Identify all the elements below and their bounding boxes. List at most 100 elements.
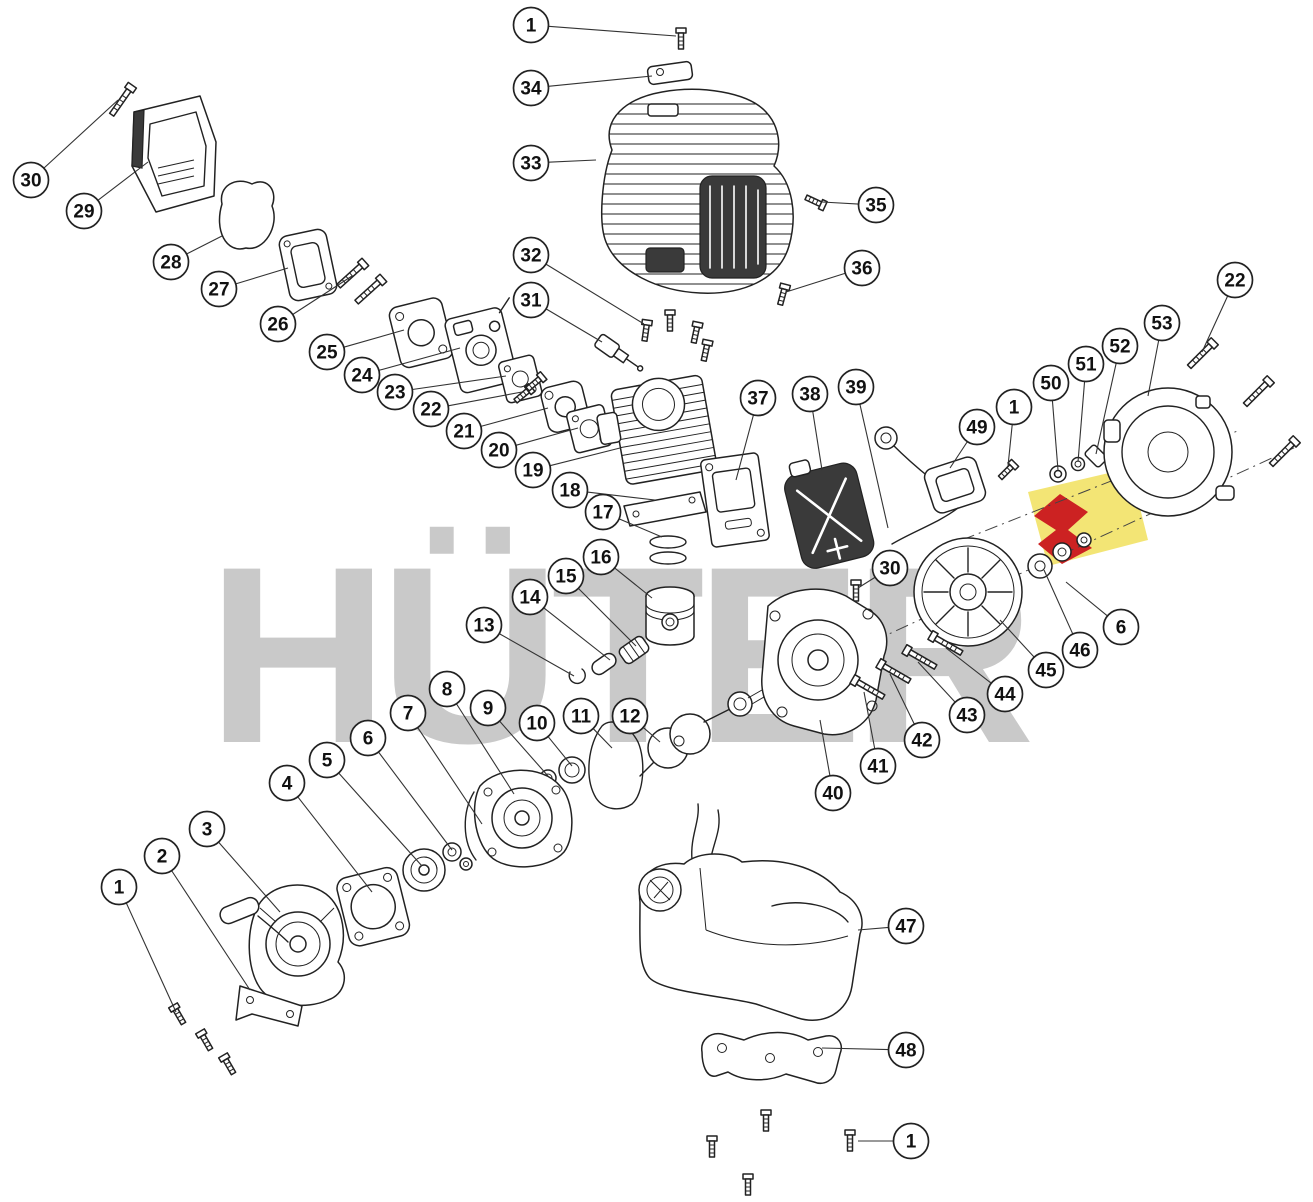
callout-balloon-36-6: 36 — [843, 249, 881, 287]
callout-number: 36 — [851, 259, 872, 280]
callout-circle — [152, 243, 190, 281]
callout-balloon-18-19: 18 — [551, 471, 589, 509]
callout-number: 11 — [571, 707, 592, 728]
callout-circle — [843, 249, 881, 287]
callout-circle — [871, 549, 909, 587]
callout-balloon-12-44: 12 — [611, 697, 649, 735]
leader-line-10-46 — [547, 736, 573, 767]
callout-number: 20 — [488, 441, 509, 462]
callout-number: 30 — [879, 559, 900, 580]
callout-balloon-25-12: 25 — [308, 333, 346, 371]
part-needle-bearing — [618, 635, 650, 665]
callout-balloon-2-54: 2 — [143, 837, 181, 875]
part-screw-36 — [774, 282, 792, 307]
callout-number: 43 — [956, 706, 977, 727]
callout-number: 27 — [208, 280, 229, 301]
callout-circle — [512, 236, 550, 274]
callout-balloon-47-56: 47 — [887, 907, 925, 945]
callout-circle — [188, 810, 226, 848]
parts-layer — [106, 27, 1302, 1196]
part-crankcase-right — [761, 588, 888, 736]
callout-circle — [343, 356, 381, 394]
callouts-layer: 1343335323136302928272625242322212019181… — [12, 6, 1254, 1160]
callout-circle — [1032, 364, 1070, 402]
callout-number: 26 — [267, 315, 288, 336]
part-screw-bottom-b — [742, 1173, 754, 1196]
leader-line-51-31 — [1077, 381, 1086, 463]
callout-number: 25 — [316, 343, 338, 364]
callout-circle — [465, 606, 503, 644]
part-base-gasket — [623, 491, 707, 527]
leader-line-14-23 — [543, 607, 611, 661]
part-clutch-washers — [1027, 532, 1092, 579]
callout-circle — [892, 1122, 930, 1160]
leader-line-23-14 — [412, 375, 507, 391]
callout-number: 10 — [526, 714, 547, 735]
callout-number: 30 — [20, 171, 41, 192]
callout-number: 18 — [559, 481, 580, 502]
callout-number: 2 — [157, 847, 168, 868]
part-bolt-right-b — [1266, 434, 1302, 470]
callout-balloon-1-58: 1 — [892, 1122, 930, 1160]
callout-balloon-42-41: 42 — [903, 721, 941, 759]
callout-circle — [512, 69, 550, 107]
leader-line-45-38 — [999, 619, 1035, 658]
callout-circle — [791, 375, 829, 413]
part-crankcase-left — [473, 769, 573, 868]
callout-circle — [948, 696, 986, 734]
callout-balloon-26-11: 26 — [259, 305, 297, 343]
part-bolt-right-a — [1240, 374, 1276, 410]
callout-balloon-8-48: 8 — [428, 670, 466, 708]
leader-line-33-2 — [548, 159, 597, 163]
watermark-red-mark — [1034, 494, 1092, 564]
callout-number: 13 — [473, 616, 494, 637]
leader-line-20-17 — [515, 427, 579, 446]
callout-circle — [268, 764, 306, 802]
part-piston-pin — [591, 652, 617, 676]
part-screw-1-right — [995, 458, 1020, 483]
part-ignition-coil — [874, 426, 987, 545]
part-pin-clip — [568, 668, 586, 685]
callout-number: 51 — [1075, 355, 1097, 376]
part-piston-rings — [649, 535, 687, 565]
callout-balloon-39-27: 39 — [837, 368, 875, 406]
callout-circle — [512, 6, 550, 44]
callout-number: 1 — [906, 1132, 917, 1153]
callout-number: 7 — [403, 704, 414, 725]
leader-line-41-42 — [863, 691, 876, 749]
part-screw-bottom-c — [760, 1109, 772, 1132]
leader-line-6-36 — [1065, 581, 1108, 617]
callout-number: 50 — [1040, 374, 1061, 395]
callout-circle — [857, 186, 895, 224]
callout-circle — [428, 670, 466, 708]
callout-circle — [562, 697, 600, 735]
callout-circle — [551, 471, 589, 509]
callout-number: 19 — [522, 461, 543, 482]
part-screw-1c — [217, 1052, 239, 1077]
callout-circle — [100, 868, 138, 906]
callout-circle — [1101, 327, 1139, 365]
callout-number: 38 — [799, 385, 820, 406]
leader-line-47-56 — [857, 926, 889, 931]
callout-number: 31 — [520, 291, 542, 312]
part-carburetor — [444, 297, 518, 394]
callout-balloon-49-28: 49 — [958, 408, 996, 446]
callout-balloon-3-53: 3 — [188, 810, 226, 848]
callout-number: 14 — [519, 588, 541, 609]
leader-line-16-21 — [614, 567, 653, 599]
leader-line-6-50 — [378, 751, 453, 851]
callout-balloon-1-29: 1 — [995, 388, 1033, 426]
callout-balloon-28-9: 28 — [152, 243, 190, 281]
callout-circle — [445, 412, 483, 450]
leader-line-42-41 — [889, 673, 915, 725]
callout-balloon-5-51: 5 — [308, 741, 346, 779]
leader-lines-layer — [43, 25, 1229, 1142]
callout-number: 40 — [822, 784, 843, 805]
callout-circle — [308, 333, 346, 371]
callout-balloon-11-45: 11 — [562, 697, 600, 735]
leader-line-32-4 — [545, 263, 645, 325]
leader-line-46-37 — [1043, 569, 1074, 635]
part-recoil-starter — [248, 884, 346, 1007]
callout-circle — [582, 538, 620, 576]
